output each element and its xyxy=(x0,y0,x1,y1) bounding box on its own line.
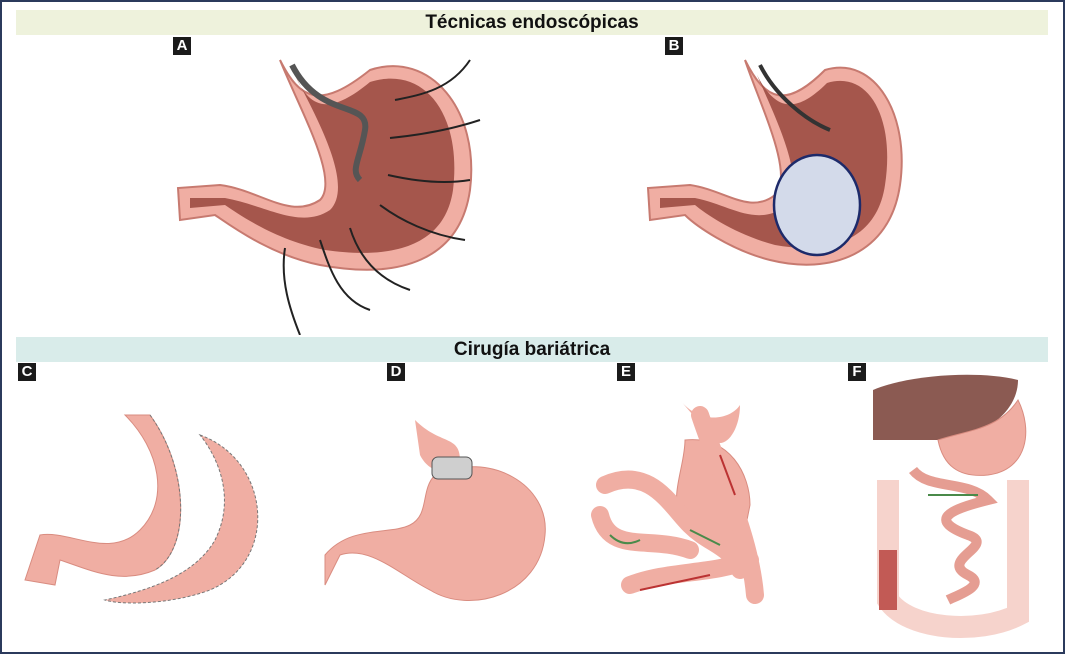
illustration-biliopancreatic-diversion xyxy=(873,374,1029,638)
liver-icon xyxy=(873,374,1018,440)
panel-label-d: D xyxy=(387,363,405,381)
panel-label-c: C xyxy=(18,363,36,381)
section-header-bariatric: Cirugía bariátrica xyxy=(16,337,1048,362)
panel-label-b: B xyxy=(665,37,683,55)
illustration-gastric-bypass xyxy=(591,400,764,604)
panel-label-f: F xyxy=(848,363,866,381)
illustration-gastric-band xyxy=(324,420,546,602)
illustration-sleeve-gastrectomy xyxy=(24,414,259,604)
panel-label-a: A xyxy=(173,37,191,55)
illustration-endoscopic-sleeve xyxy=(176,59,481,335)
panel-label-e: E xyxy=(617,363,635,381)
illustration-intragastric-balloon xyxy=(646,59,903,266)
band-device-icon xyxy=(431,456,473,480)
section-header-endoscopic: Técnicas endoscópicas xyxy=(16,10,1048,35)
